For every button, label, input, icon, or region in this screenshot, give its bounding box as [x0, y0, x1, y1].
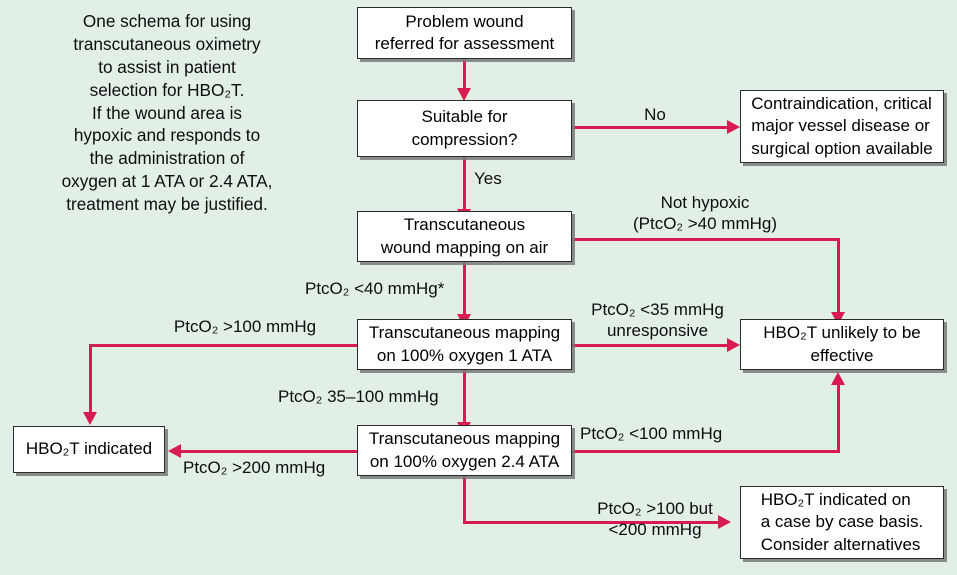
edge-label-ptco2-gt-200: PtcO₂ >200 mmHg — [183, 458, 326, 477]
node-indicated-label: HBO₂T indicated — [25, 439, 153, 459]
node-suitable-label: Suitable for compression? — [411, 107, 518, 149]
connector-1ata-to-unlikely — [572, 344, 735, 347]
node-problem-wound-label: Problem wound referred for assessment — [374, 11, 555, 53]
arrowhead-right-casebycase — [718, 515, 731, 529]
node-mapping-air-label: Transcutaneous wound mapping on air — [380, 215, 549, 257]
node-suitable-for-compression[interactable]: Suitable for compression? — [357, 100, 572, 157]
node-hbo2t-case-by-case[interactable]: HBO₂T indicated on a case by case basis.… — [740, 486, 944, 559]
connector-lt100-horizontal — [572, 450, 840, 453]
connector-casebycase-vertical — [463, 476, 466, 524]
connector-problem-to-suitable — [463, 58, 466, 93]
node-mapping-on-air[interactable]: Transcutaneous wound mapping on air — [357, 211, 572, 262]
node-contraindication[interactable]: Contraindication, critical major vessel … — [740, 90, 944, 163]
connector-air-to-1ata — [463, 262, 466, 319]
node-problem-wound[interactable]: Problem wound referred for assessment — [357, 7, 572, 59]
connector-24ata-to-indicated — [181, 450, 359, 453]
node-hbo2t-unlikely-effective[interactable]: HBO₂T unlikely to be effective — [740, 319, 944, 370]
arrowhead-down-indicated — [83, 412, 97, 425]
arrowhead-right-unlikely — [727, 338, 740, 352]
figure-caption: One schema for using transcutaneous oxim… — [61, 11, 273, 214]
arrowhead-down-suitable — [457, 88, 471, 101]
connector-suitable-to-contraindication — [572, 126, 735, 129]
edge-label-ptco2-lt-35-unresponsive: PtcO₂ <35 mmHg unresponsive — [591, 300, 724, 341]
edge-label-ptco2-35-100: PtcO₂ 35–100 mmHg — [278, 387, 439, 406]
edge-label-ptco2-gt-100: PtcO₂ >100 mmHg — [173, 317, 317, 336]
connector-gt100-vertical — [89, 344, 92, 418]
node-mapping-1ata-label: Transcutaneous mapping on 100% oxygen 1 … — [368, 323, 561, 365]
edge-label-not-hypoxic: Not hypoxic (PtcO₂ >40 mmHg) — [632, 193, 778, 234]
node-case-by-case-label: HBO₂T indicated on a case by case basis.… — [760, 490, 924, 554]
arrowhead-left-indicated — [168, 444, 181, 458]
edge-label-yes: Yes — [474, 169, 502, 188]
edge-label-ptco2-lt-40: PtcO₂ <40 mmHg* — [305, 279, 445, 298]
edge-label-ptco2-gt-100-lt-200: PtcO₂ >100 but <200 mmHg — [597, 499, 713, 540]
connector-casebycase-horizontal — [463, 521, 725, 524]
node-mapping-24-ata[interactable]: Transcutaneous mapping on 100% oxygen 2.… — [357, 425, 572, 476]
node-contraindication-label: Contraindication, critical major vessel … — [751, 94, 933, 158]
edge-label-no: No — [644, 105, 666, 124]
connector-1ata-to-24ata — [463, 370, 466, 427]
connector-not-hypoxic-vertical — [837, 238, 840, 318]
node-mapping-24ata-label: Transcutaneous mapping on 100% oxygen 2.… — [368, 429, 561, 471]
node-mapping-1-ata[interactable]: Transcutaneous mapping on 100% oxygen 1 … — [357, 319, 572, 370]
connector-suitable-to-mapping-air — [463, 157, 466, 214]
arrowhead-up-unlikely-bottom — [831, 372, 845, 385]
node-hbo2t-indicated[interactable]: HBO₂T indicated — [13, 426, 165, 473]
connector-not-hypoxic-horizontal — [572, 238, 840, 241]
edge-label-ptco2-lt-100: PtcO₂ <100 mmHg — [580, 424, 723, 443]
arrowhead-right-contraindication — [727, 120, 740, 134]
connector-gt100-horizontal — [89, 344, 359, 347]
node-unlikely-label: HBO₂T unlikely to be effective — [763, 323, 921, 365]
connector-lt100-vertical — [837, 382, 840, 453]
